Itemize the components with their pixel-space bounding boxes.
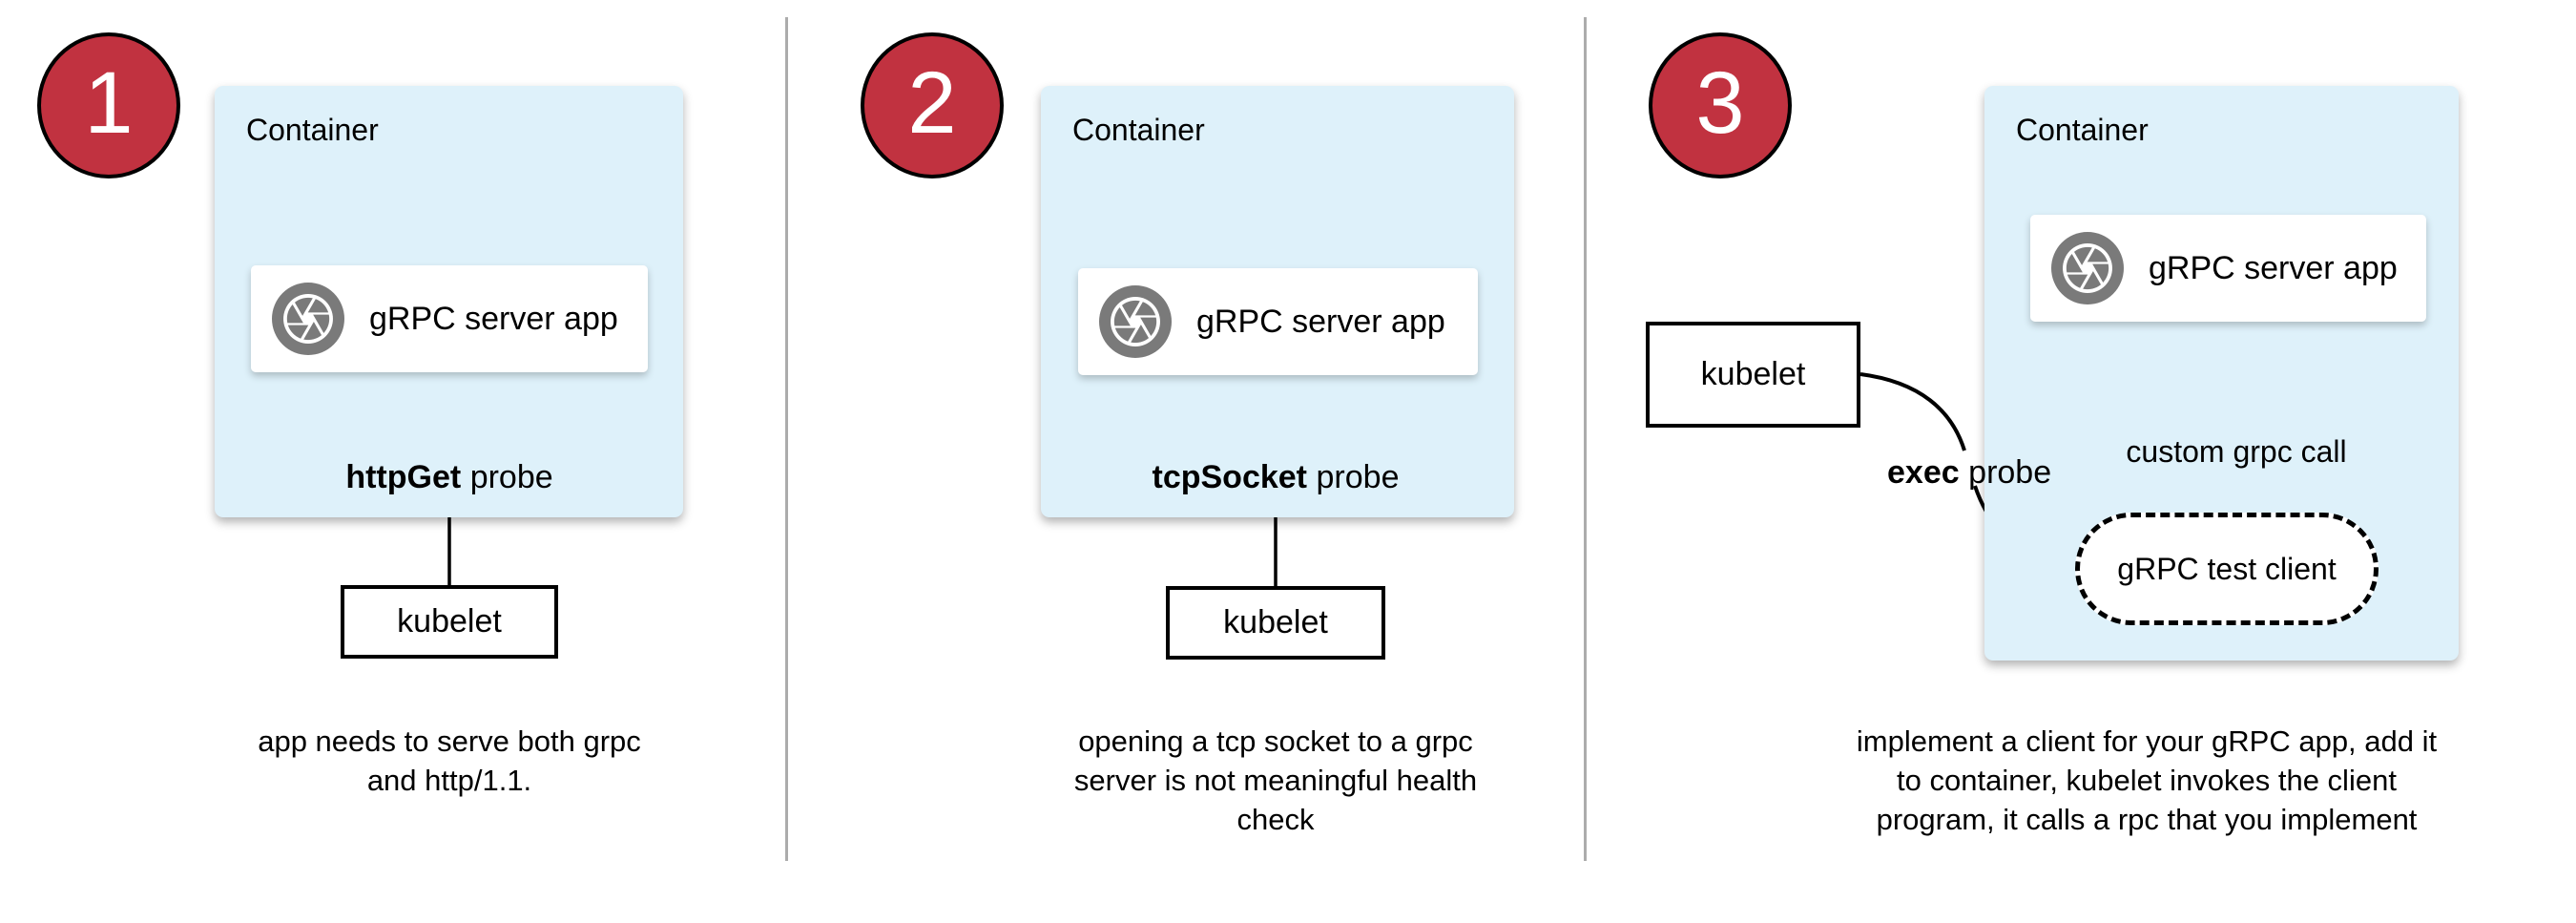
kubelet-label: kubelet	[397, 603, 502, 640]
caption-line: server is not meaningful health	[1073, 764, 1478, 797]
grpc-server-app-label: gRPC server app	[369, 300, 618, 337]
custom-grpc-call-text: custom grpc call	[2118, 432, 2355, 471]
caption-line: to container, kubelet invokes the client	[1897, 764, 2397, 797]
panel3-kubelet-box: kubelet	[1646, 322, 1860, 428]
grpc-test-client-label: gRPC test client	[2117, 551, 2337, 586]
step-badge-1: 1	[37, 32, 180, 178]
step-badge-3: 3	[1649, 32, 1792, 178]
aperture-icon	[1099, 285, 1172, 358]
caption-line: opening a tcp socket to a grpc	[1078, 724, 1473, 758]
panel-separator-1	[785, 17, 788, 861]
panel3-custom-grpc-call-label: custom grpc call	[2079, 432, 2394, 471]
panel1-caption: app needs to serve both grpc and http/1.…	[211, 722, 688, 800]
step-number: 3	[1695, 53, 1745, 152]
panel2-caption: opening a tcp socket to a grpc server is…	[1037, 722, 1514, 839]
aperture-icon	[272, 283, 344, 355]
probe-type: tcpSocket	[1152, 459, 1308, 495]
probe-word: probe	[469, 459, 553, 495]
probe-type: httpGet	[345, 459, 462, 495]
step-number: 2	[907, 53, 957, 152]
step-number: 1	[84, 53, 134, 152]
panel2-grpc-server-app-box: gRPC server app	[1078, 268, 1478, 375]
caption-line: and http/1.1.	[366, 764, 532, 797]
probe-word: probe	[1316, 459, 1400, 495]
step-badge-2: 2	[861, 32, 1004, 178]
panel3-grpc-test-client: gRPC test client	[2075, 513, 2379, 625]
panel1-container-label: Container	[246, 113, 379, 147]
caption-line: check	[1236, 803, 1315, 836]
caption-line: implement a client for your gRPC app, ad…	[1856, 724, 2438, 758]
probe-word: probe	[1968, 454, 2052, 491]
panel3-container-label: Container	[2016, 113, 2149, 147]
grpc-server-app-label: gRPC server app	[2149, 249, 2398, 286]
panel1-kubelet-box: kubelet	[341, 585, 558, 659]
panel3-caption: implement a client for your gRPC app, ad…	[1813, 722, 2481, 839]
kubelet-label: kubelet	[1223, 604, 1328, 640]
kubelet-label: kubelet	[1700, 356, 1806, 392]
panel3-grpc-server-app-box: gRPC server app	[2030, 215, 2426, 322]
aperture-icon	[2051, 232, 2124, 304]
panel1-grpc-server-app-box: gRPC server app	[251, 265, 648, 372]
panel2-container-label: Container	[1072, 113, 1205, 147]
probe-type: exec	[1887, 454, 1960, 491]
caption-line: program, it calls a rpc that you impleme…	[1876, 803, 2418, 836]
grpc-server-app-label: gRPC server app	[1196, 303, 1445, 340]
panel2-kubelet-box: kubelet	[1166, 586, 1385, 660]
panel-separator-2	[1584, 17, 1587, 861]
caption-line: app needs to serve both grpc	[258, 724, 641, 758]
